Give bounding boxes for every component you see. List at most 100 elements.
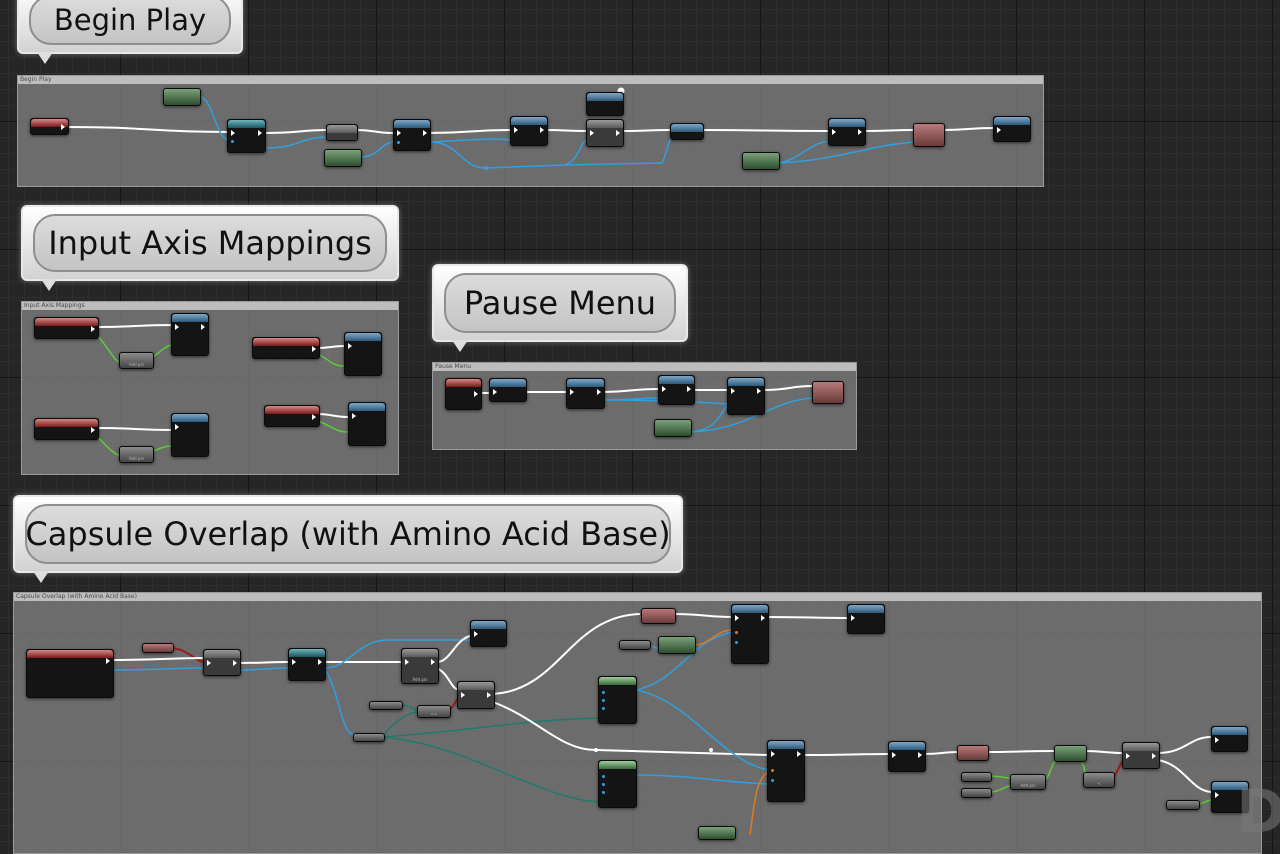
variable-get-node[interactable] [658, 636, 696, 654]
input-axis-event-node[interactable] [252, 337, 320, 359]
branch-node[interactable] [457, 681, 495, 709]
spawn-actor-node[interactable] [767, 740, 805, 802]
data-pin-icon[interactable] [602, 699, 605, 702]
data-pin-icon[interactable] [771, 779, 774, 782]
component-begin-overlap-event-node[interactable] [26, 649, 114, 698]
add-pin-label[interactable]: Add pin [412, 677, 428, 682]
add-node[interactable]: Add pin [119, 446, 154, 463]
equals-node[interactable]: == [417, 705, 451, 718]
exec-in-pin-icon[interactable] [493, 389, 497, 395]
function-call-node[interactable] [888, 741, 926, 772]
exec-out-pin-icon[interactable] [757, 388, 761, 394]
variable-get-node[interactable] [1166, 800, 1200, 810]
exec-out-pin-icon[interactable] [423, 130, 427, 136]
exec-in-pin-icon[interactable] [832, 129, 836, 135]
exec-out-pin-icon[interactable] [91, 326, 95, 332]
exec-in-pin-icon[interactable] [397, 130, 401, 136]
function-call-node[interactable] [393, 119, 431, 151]
exec-in-pin-icon[interactable] [1215, 792, 1219, 798]
comment-box-pause-menu[interactable]: Pause Menu [432, 362, 857, 450]
reroute-node[interactable] [353, 733, 385, 742]
data-pin-icon[interactable] [397, 141, 400, 144]
add-pin-label[interactable]: Add pin [128, 362, 145, 367]
exec-out-pin-icon[interactable] [540, 127, 544, 133]
exec-in-pin-icon[interactable] [1126, 753, 1130, 759]
exec-in-pin-icon[interactable] [570, 389, 574, 395]
create-widget-node[interactable] [566, 378, 605, 409]
data-pin-icon[interactable] [602, 783, 605, 786]
exec-out-pin-icon[interactable] [616, 130, 620, 136]
function-call-node[interactable] [510, 116, 548, 146]
exec-in-pin-icon[interactable] [514, 127, 518, 133]
function-call-node[interactable] [470, 620, 507, 647]
make-transform-node[interactable] [598, 760, 637, 808]
exec-out-pin-icon[interactable] [312, 346, 316, 352]
exec-in-pin-icon[interactable] [474, 631, 478, 637]
branch-node[interactable]: Add pin [401, 648, 439, 684]
function-call-node[interactable] [1211, 781, 1249, 813]
set-variable-node[interactable] [1054, 745, 1087, 762]
input-axis-event-node[interactable] [34, 418, 99, 440]
variable-get-node[interactable] [961, 788, 992, 798]
exec-out-pin-icon[interactable] [858, 129, 862, 135]
function-call-node[interactable] [847, 604, 885, 634]
exec-in-pin-icon[interactable] [207, 660, 211, 666]
exec-in-pin-icon[interactable] [175, 424, 179, 430]
less-than-node[interactable]: < [1083, 772, 1115, 788]
set-show-mouse-cursor-node[interactable] [812, 381, 844, 404]
data-pin-icon[interactable] [602, 775, 605, 778]
exec-in-pin-icon[interactable] [731, 388, 735, 394]
exec-out-pin-icon[interactable] [312, 414, 316, 420]
exec-in-pin-icon[interactable] [590, 130, 594, 136]
input-action-event-node[interactable] [445, 378, 482, 410]
function-call-node[interactable] [489, 378, 527, 402]
function-call-node[interactable] [227, 119, 266, 153]
exec-in-pin-icon[interactable] [175, 324, 179, 330]
cast-to-amino-acid-node[interactable] [288, 648, 326, 681]
comment-box-capsule-overlap[interactable]: Capsule Overlap (with Amino Acid Base) [13, 592, 1262, 854]
exec-out-pin-icon[interactable] [258, 130, 262, 136]
set-input-mode-node[interactable] [727, 377, 765, 415]
make-transform-node[interactable] [598, 676, 637, 724]
bind-event-node[interactable] [913, 123, 945, 147]
exec-out-pin-icon[interactable] [487, 692, 491, 698]
function-call-node[interactable] [1211, 726, 1248, 752]
add-movement-input-node[interactable] [171, 413, 209, 457]
function-call-node[interactable] [586, 119, 624, 147]
data-pin-icon[interactable] [771, 769, 774, 772]
exec-in-pin-icon[interactable] [348, 343, 352, 349]
comment-bubble-input-axis[interactable]: Input Axis Mappings [21, 205, 399, 291]
variable-get-node[interactable] [961, 772, 992, 782]
data-pin-icon[interactable] [231, 140, 234, 143]
exec-out-pin-icon[interactable] [474, 391, 478, 397]
exec-out-pin-icon[interactable] [918, 752, 922, 758]
add-movement-input-node[interactable] [344, 332, 382, 376]
add-movement-input-node[interactable] [348, 402, 386, 446]
comment-bubble-capsule-overlap[interactable]: Capsule Overlap (with Amino Acid Base) [13, 495, 683, 583]
exec-in-pin-icon[interactable] [405, 659, 409, 665]
add-pin-label[interactable]: Add pin [1020, 783, 1036, 788]
exec-in-pin-icon[interactable] [352, 413, 356, 419]
exec-out-pin-icon[interactable] [61, 124, 65, 130]
cast-node[interactable] [203, 649, 241, 676]
exec-out-pin-icon[interactable] [687, 386, 691, 392]
data-pin-icon[interactable] [602, 707, 605, 710]
variable-get-node[interactable] [163, 88, 201, 106]
data-pin-icon[interactable] [602, 691, 605, 694]
function-call-node[interactable] [828, 118, 866, 146]
add-node[interactable]: Add pin [119, 352, 154, 369]
cast-node[interactable] [670, 123, 704, 140]
spawn-actor-node[interactable] [731, 604, 769, 664]
bind-event-node[interactable] [957, 745, 989, 761]
comment-bubble-begin-play[interactable]: Begin Play [17, 0, 243, 64]
event-begin-play-node[interactable] [30, 118, 69, 135]
exec-in-pin-icon[interactable] [771, 751, 775, 757]
add-pin-label[interactable]: Add pin [128, 456, 145, 461]
exec-in-pin-icon[interactable] [1215, 737, 1219, 743]
comment-bubble-pause-menu[interactable]: Pause Menu [432, 264, 688, 352]
exec-out-pin-icon[interactable] [431, 659, 435, 665]
exec-in-pin-icon[interactable] [662, 386, 666, 392]
exec-in-pin-icon[interactable] [997, 127, 1001, 133]
exec-in-pin-icon[interactable] [292, 659, 296, 665]
exec-out-pin-icon[interactable] [597, 389, 601, 395]
